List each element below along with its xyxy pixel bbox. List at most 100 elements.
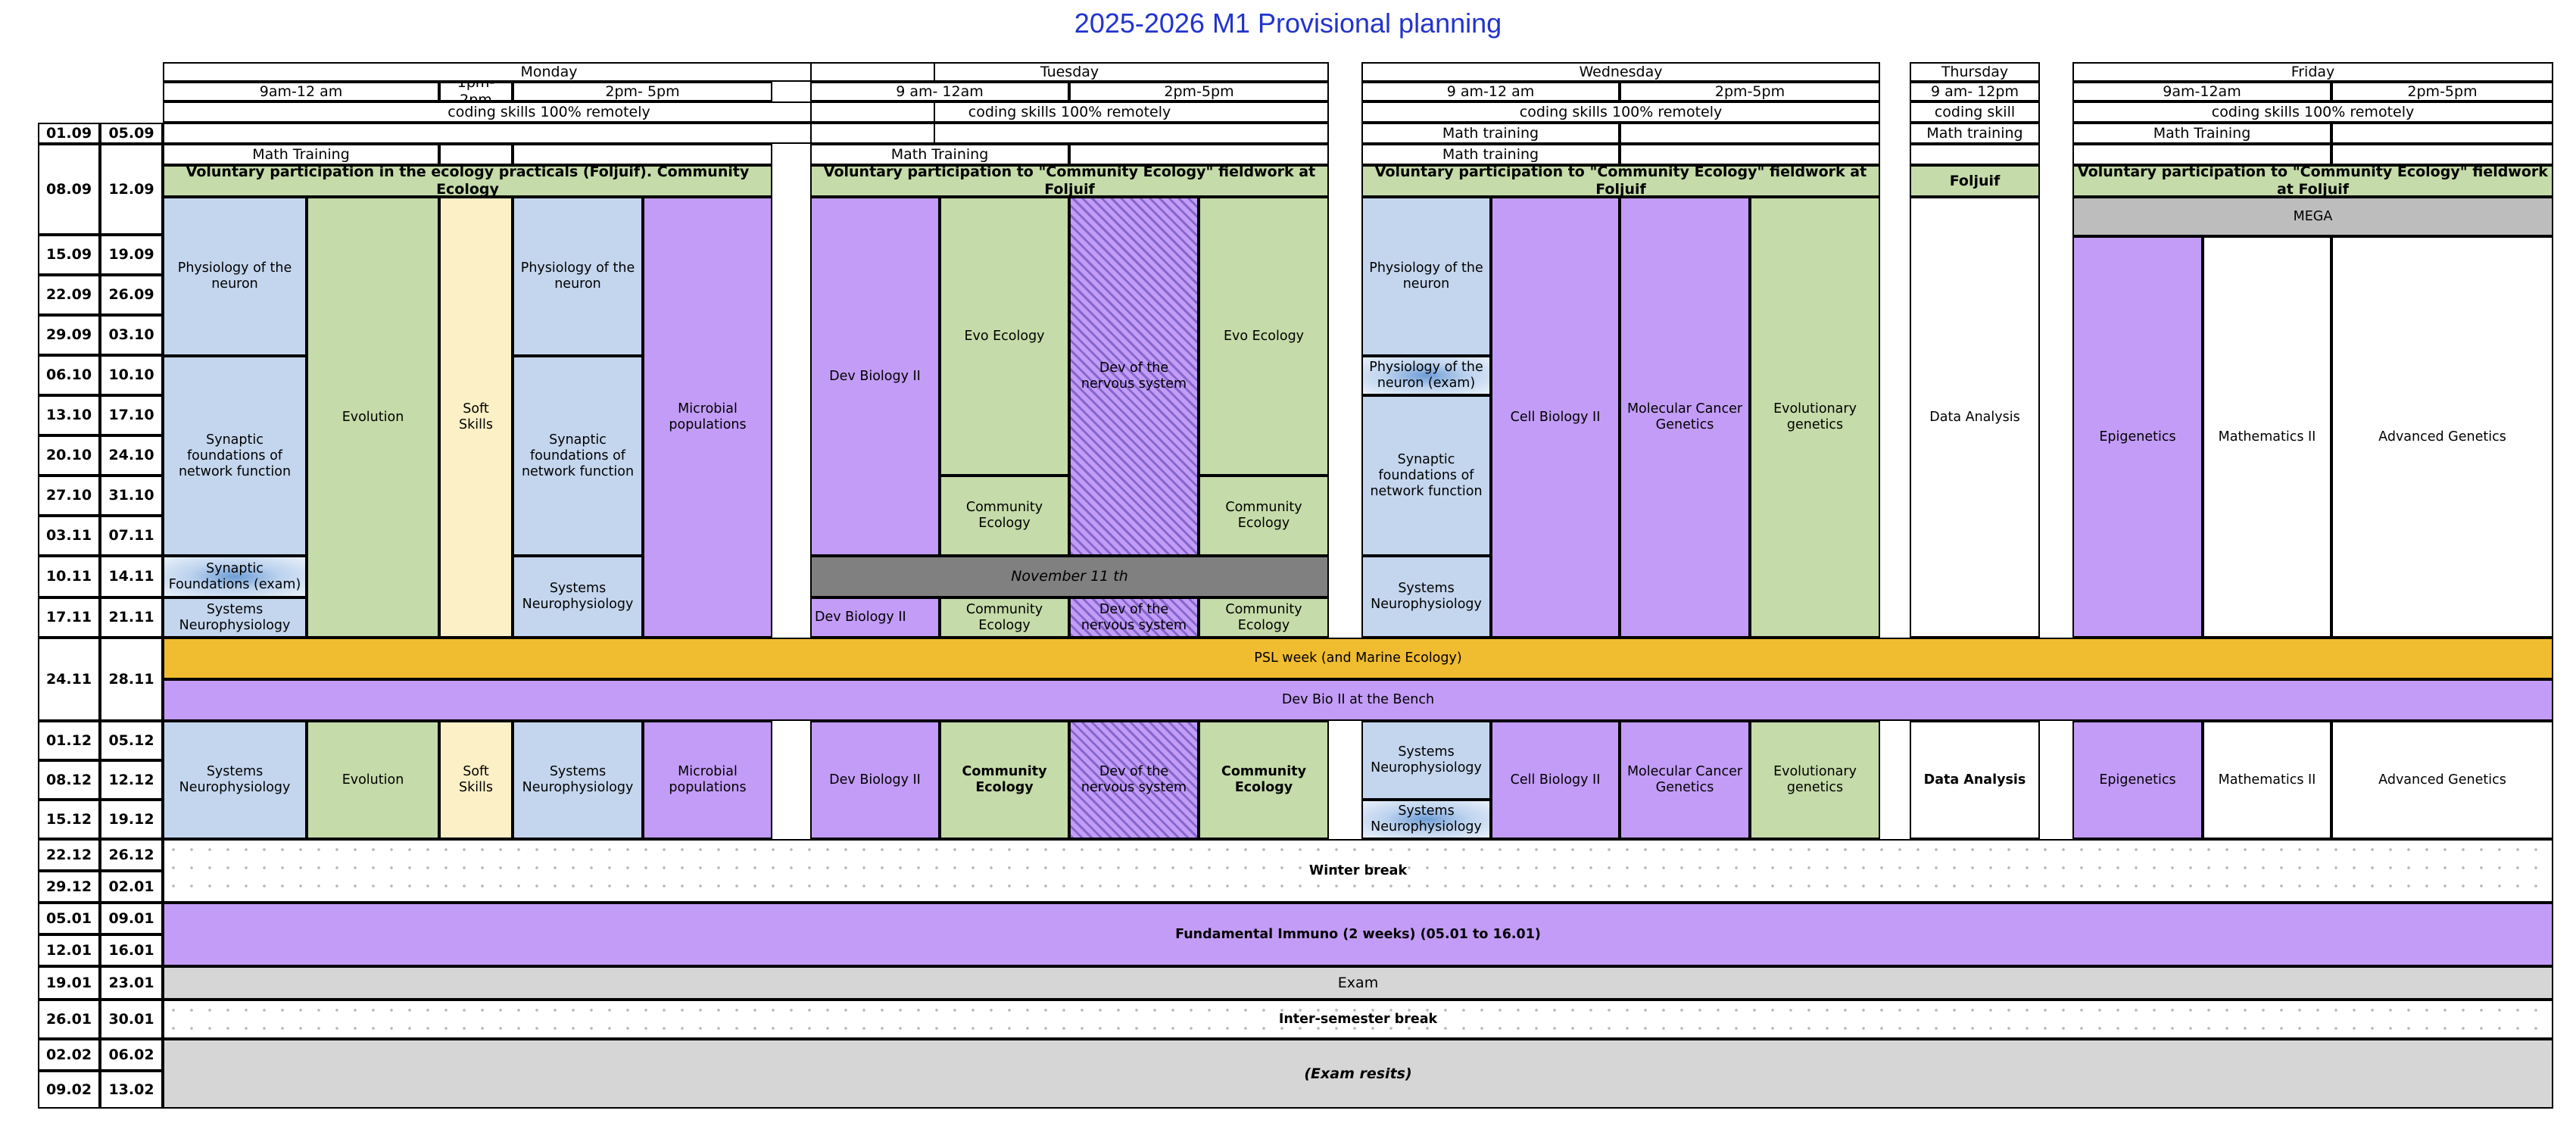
schedule-cell: 19.12 [100, 800, 163, 839]
empty-cell [1620, 123, 1880, 144]
schedule-cell: 1pm-2pm [439, 82, 513, 101]
schedule-cell: Cell Biology II [1491, 197, 1620, 638]
schedule-cell: 19.09 [100, 235, 163, 275]
schedule-cell: 05.01 [38, 903, 100, 934]
schedule-cell: 05.12 [100, 721, 163, 760]
schedule-cell: Tuesday [810, 62, 1329, 82]
schedule-cell: 07.11 [100, 516, 163, 556]
schedule-cell: 03.10 [100, 315, 163, 355]
schedule-cell: 14.11 [100, 556, 163, 597]
schedule-cell: Math training [1361, 123, 1620, 144]
schedule-cell: Soft Skills [439, 197, 513, 638]
schedule-cell: Dev of the nervous system [1069, 597, 1199, 638]
schedule-cell: 09.02 [38, 1071, 100, 1109]
schedule-cell: 22.09 [38, 275, 100, 315]
empty-cell [439, 144, 513, 165]
schedule-cell: 19.01 [38, 966, 100, 1000]
schedule-cell: Thursday [1910, 62, 2040, 82]
empty-cell [2331, 144, 2553, 165]
schedule-cell: 20.10 [38, 435, 100, 476]
schedule-cell: 24.10 [100, 435, 163, 476]
schedule-cell: 10.11 [38, 556, 100, 597]
schedule-cell: Mathematics II [2203, 236, 2331, 638]
empty-cell [1069, 144, 1329, 165]
schedule-cell: 02.01 [100, 871, 163, 903]
schedule-cell: coding skills 100% remotely [2072, 101, 2553, 123]
schedule-cell: Evo Ecology [940, 197, 1069, 476]
schedule-cell: November 11 th [810, 556, 1329, 597]
schedule-cell: Soft Skills [439, 721, 513, 839]
schedule-cell: 08.12 [38, 760, 100, 800]
schedule-cell: 23.01 [100, 966, 163, 1000]
schedule-cell: 2pm-5pm [2331, 82, 2553, 101]
schedule-cell: 06.02 [100, 1039, 163, 1071]
schedule-cell: Synaptic foundations of network function [513, 356, 643, 556]
schedule-cell: Evolution [307, 197, 439, 638]
empty-cell [2072, 144, 2331, 165]
schedule-cell: 9 am-12 am [1361, 82, 1620, 101]
schedule-cell: Systems Neurophysiology [1361, 556, 1491, 638]
schedule-cell: Community Ecology [1199, 597, 1329, 638]
schedule-cell: Community Ecology [940, 721, 1069, 839]
schedule-cell: 26.09 [100, 275, 163, 315]
schedule-cell: coding skill [1910, 101, 2040, 123]
schedule-cell: 15.12 [38, 800, 100, 839]
schedule-cell: PSL week (and Marine Ecology) [163, 638, 2553, 679]
schedule-cell: Systems Neurophysiology [163, 597, 307, 638]
schedule-cell: (Exam resits) [163, 1039, 2553, 1109]
schedule-cell: 9 am- 12pm [1910, 82, 2040, 101]
schedule-cell: Evolution [307, 721, 439, 839]
schedule-cell: 13.10 [38, 395, 100, 435]
schedule-cell: Wednesday [1361, 62, 1880, 82]
schedule-cell: 12.12 [100, 760, 163, 800]
schedule-cell: Math Training [163, 144, 439, 165]
schedule-cell: Systems Neurophysiology [1361, 800, 1491, 839]
schedule-cell: Dev Biology II [810, 197, 940, 556]
schedule-cell: Dev Bio II at the Bench [163, 679, 2553, 721]
schedule-cell: Fundamental Immuno (2 weeks) (05.01 to 1… [163, 903, 2553, 966]
schedule-cell: Community Ecology [1199, 721, 1329, 839]
schedule-cell: Molecular Cancer Genetics [1620, 721, 1750, 839]
empty-cell [1620, 144, 1880, 165]
schedule-cell: 28.11 [100, 638, 163, 721]
schedule-cell: 22.12 [38, 839, 100, 871]
schedule-cell: 21.11 [100, 597, 163, 638]
schedule-cell: 17.11 [38, 597, 100, 638]
schedule-cell: MEGA [2072, 197, 2553, 236]
schedule-cell: 01.12 [38, 721, 100, 760]
schedule-cell: 2pm- 5pm [513, 82, 772, 101]
schedule-cell: Advanced Genetics [2331, 236, 2553, 638]
empty-cell [810, 123, 1329, 144]
schedule-cell: coding skills 100% remotely [1361, 101, 1880, 123]
schedule-cell: Microbial populations [643, 721, 772, 839]
page-title: 2025-2026 M1 Provisional planning [1074, 8, 1502, 39]
schedule-cell: 05.09 [100, 123, 163, 144]
schedule-cell: 29.12 [38, 871, 100, 903]
schedule-cell: 30.01 [100, 1000, 163, 1039]
schedule-cell: 03.11 [38, 516, 100, 556]
schedule-cell: 12.09 [100, 144, 163, 235]
schedule-cell: Inter-semester break [163, 1000, 2553, 1039]
schedule-cell: Physiology of the neuron [513, 197, 643, 356]
schedule-cell: 12.01 [38, 934, 100, 966]
schedule-cell: Synaptic foundations of network function [163, 356, 307, 556]
schedule-cell: coding skills 100% remotely [810, 101, 1329, 123]
schedule-cell: Dev of the nervous system [1069, 721, 1199, 839]
schedule-cell: Math training [1910, 123, 2040, 144]
schedule-cell: Molecular Cancer Genetics [1620, 197, 1750, 638]
schedule-cell: Evolutionary genetics [1750, 721, 1880, 839]
schedule-cell: Synaptic Foundations (exam) [163, 556, 307, 597]
schedule-cell: 31.10 [100, 476, 163, 516]
schedule-cell: Voluntary participation in the ecology p… [163, 165, 772, 197]
schedule-cell: Dev Biology II [810, 597, 940, 638]
schedule-cell: Friday [2072, 62, 2553, 82]
schedule-cell: Voluntary participation to "Community Ec… [810, 165, 1329, 197]
schedule-cell: Advanced Genetics [2331, 721, 2553, 839]
schedule-cell: 24.11 [38, 638, 100, 721]
schedule-cell: 26.12 [100, 839, 163, 871]
empty-cell [1910, 144, 2040, 165]
schedule-cell: Cell Biology II [1491, 721, 1620, 839]
schedule-cell: coding skills 100% remotely [163, 101, 935, 123]
schedule-cell: Community Ecology [1199, 476, 1329, 556]
